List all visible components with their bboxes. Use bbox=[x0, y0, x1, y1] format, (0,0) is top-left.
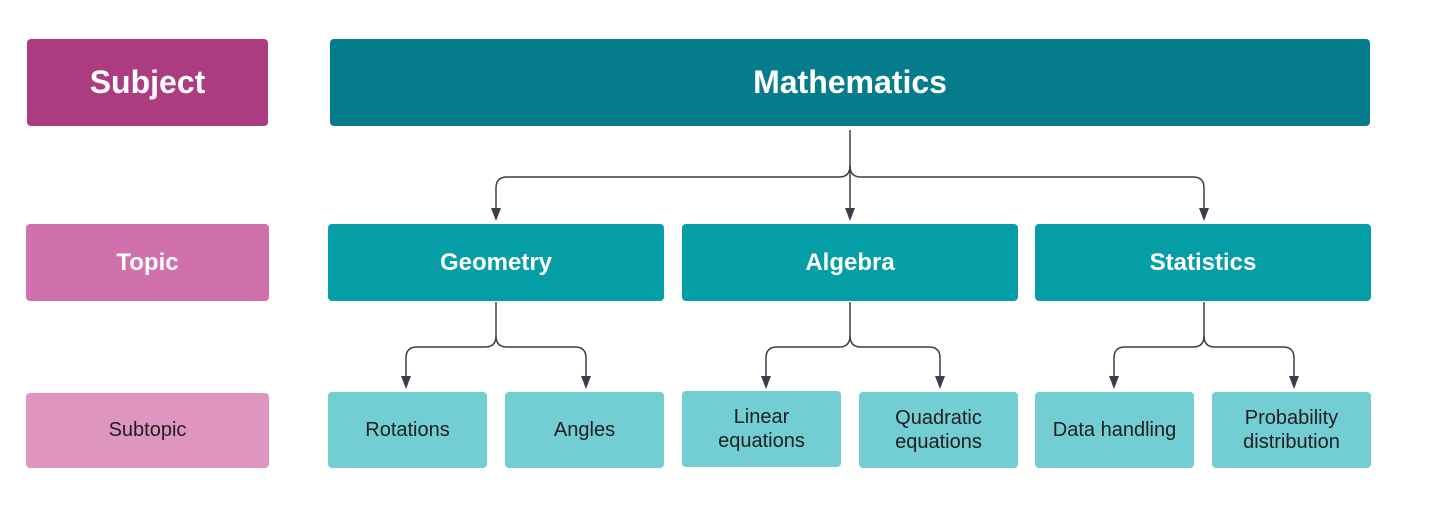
arrowhead-probability bbox=[1289, 376, 1299, 389]
subject-node-mathematics: Mathematics bbox=[330, 39, 1370, 126]
arrowhead-rotations bbox=[401, 376, 411, 389]
connector-geometry-angles bbox=[495, 335, 587, 380]
arrowhead-quadratic bbox=[935, 376, 945, 389]
subtopic-node-probability-distribution: Probability distribution bbox=[1212, 392, 1371, 468]
subtopic-node-data-handling: Data handling bbox=[1035, 392, 1194, 468]
connector-statistics-probability bbox=[1203, 335, 1295, 380]
connector-statistics-data bbox=[1113, 335, 1205, 380]
arrowhead-linear bbox=[761, 376, 771, 389]
level-label-subtopic: Subtopic bbox=[26, 393, 269, 468]
topic-node-geometry: Geometry bbox=[328, 224, 664, 301]
connector-algebra-quadratic bbox=[849, 335, 941, 380]
connector-math-geometry bbox=[495, 165, 851, 212]
arrowhead-geometry bbox=[491, 208, 501, 221]
arrowhead-angles bbox=[581, 376, 591, 389]
level-label-subject: Subject bbox=[27, 39, 268, 126]
subtopic-node-linear-equations: Linear equations bbox=[682, 391, 841, 467]
level-label-topic: Topic bbox=[26, 224, 269, 301]
arrowhead-data bbox=[1109, 376, 1119, 389]
subtopic-node-quadratic-equations: Quadratic equations bbox=[859, 392, 1018, 468]
connector-math-statistics bbox=[849, 165, 1205, 212]
subtopic-node-angles: Angles bbox=[505, 392, 664, 468]
topic-node-statistics: Statistics bbox=[1035, 224, 1371, 301]
arrowhead-algebra bbox=[845, 208, 855, 221]
arrowhead-statistics bbox=[1199, 208, 1209, 221]
subtopic-node-rotations: Rotations bbox=[328, 392, 487, 468]
topic-node-algebra: Algebra bbox=[682, 224, 1018, 301]
connector-algebra-linear bbox=[765, 335, 851, 380]
connector-geometry-rotations bbox=[405, 335, 497, 380]
